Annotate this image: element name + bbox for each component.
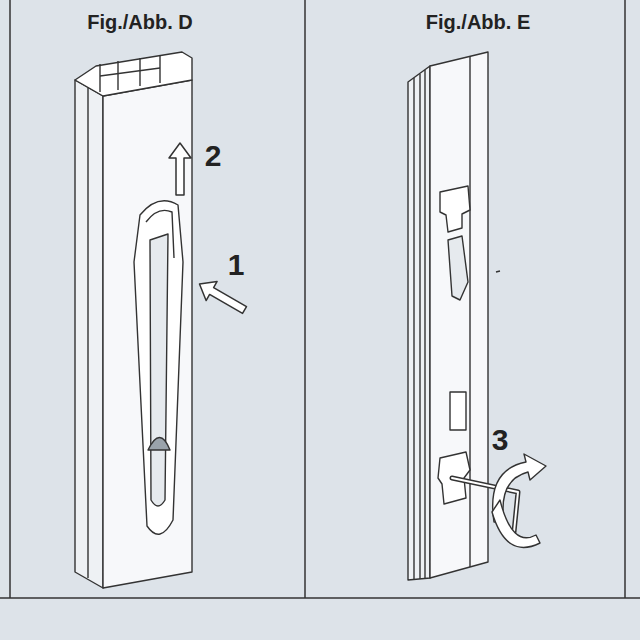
callout-number: 3 (492, 425, 509, 455)
callout-number: 2 (205, 141, 222, 171)
figure-title: Fig./Abb. E (426, 12, 530, 32)
arrow-up (169, 143, 191, 195)
rotate-arrow (492, 454, 546, 547)
panel-frame (0, 0, 640, 598)
profile-d (75, 52, 192, 588)
figure-title: Fig./Abb. D (87, 12, 193, 32)
arrow-push (194, 274, 250, 319)
callout-number: 1 (228, 250, 245, 280)
profile-e (408, 52, 500, 580)
